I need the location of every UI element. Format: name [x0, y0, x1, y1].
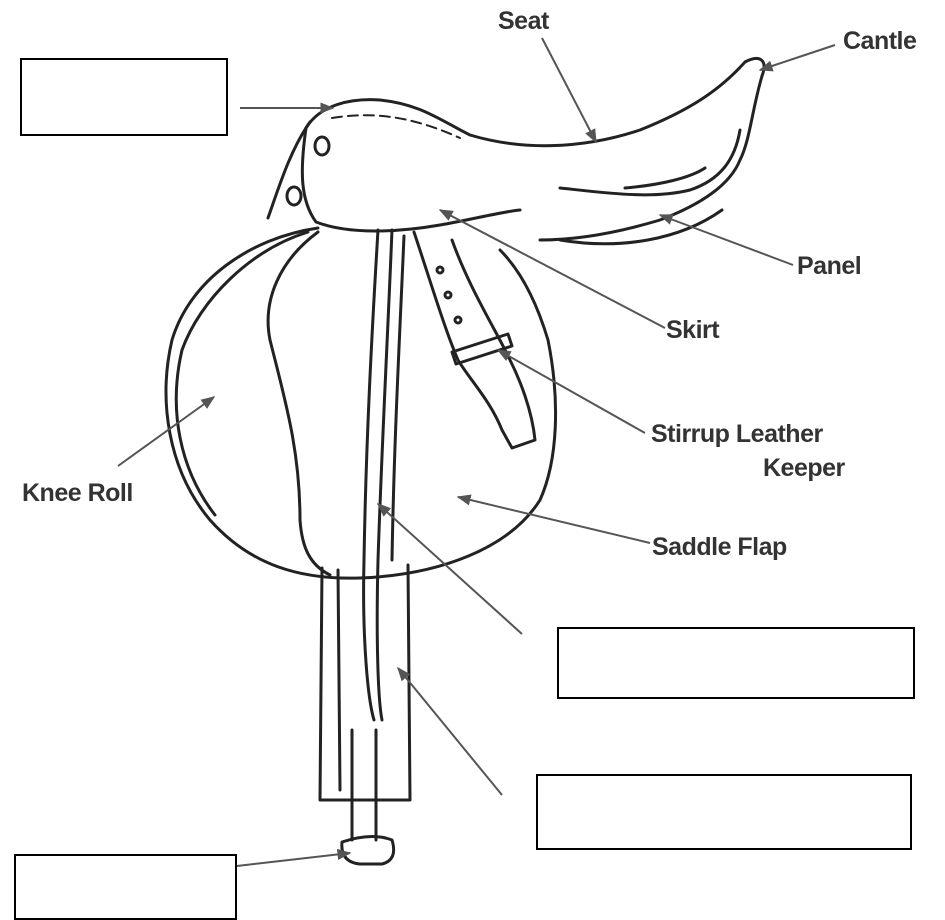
answer-input-top-left[interactable]	[22, 60, 226, 134]
cantle	[540, 76, 762, 240]
pointer-box-mid-right	[378, 504, 522, 634]
label-knee-roll: Knee Roll	[22, 478, 133, 508]
stirrup-leather-keeper	[452, 334, 512, 364]
label-seat: Seat	[498, 6, 549, 36]
answer-input-mid-right[interactable]	[559, 629, 913, 697]
answer-box-top-left[interactable]	[20, 58, 228, 136]
answer-box-bottom-left[interactable]	[14, 854, 237, 920]
pointer-panel	[660, 215, 793, 265]
label-panel: Panel	[797, 251, 861, 281]
knee-roll	[268, 232, 330, 575]
saddle-drawing	[166, 58, 764, 864]
stirrup-leather	[364, 230, 378, 720]
saddle-flap	[166, 228, 556, 578]
label-keeper: Keeper	[763, 453, 845, 483]
ring-bottom	[287, 187, 301, 205]
answer-input-bottom-left[interactable]	[16, 856, 235, 918]
pointer-saddle-flap	[458, 497, 650, 543]
label-skirt: Skirt	[666, 315, 719, 345]
pointer-box-bottom-left	[237, 853, 350, 866]
answer-box-mid-right[interactable]	[557, 627, 915, 699]
pointer-seat	[542, 38, 596, 142]
label-cantle: Cantle	[843, 26, 916, 56]
answer-input-lower-right[interactable]	[538, 776, 910, 848]
answer-box-lower-right[interactable]	[536, 774, 912, 850]
ring-top	[315, 137, 329, 155]
pointer-cantle	[760, 45, 835, 70]
label-saddle-flap: Saddle Flap	[652, 532, 787, 562]
buckle-strap	[414, 232, 535, 448]
skirt	[302, 128, 520, 231]
pointer-box-lower-right	[398, 668, 502, 795]
pointer-keeper	[498, 350, 645, 433]
label-stirrup-leather: Stirrup Leather	[651, 419, 823, 449]
stirrup-iron	[342, 836, 394, 864]
